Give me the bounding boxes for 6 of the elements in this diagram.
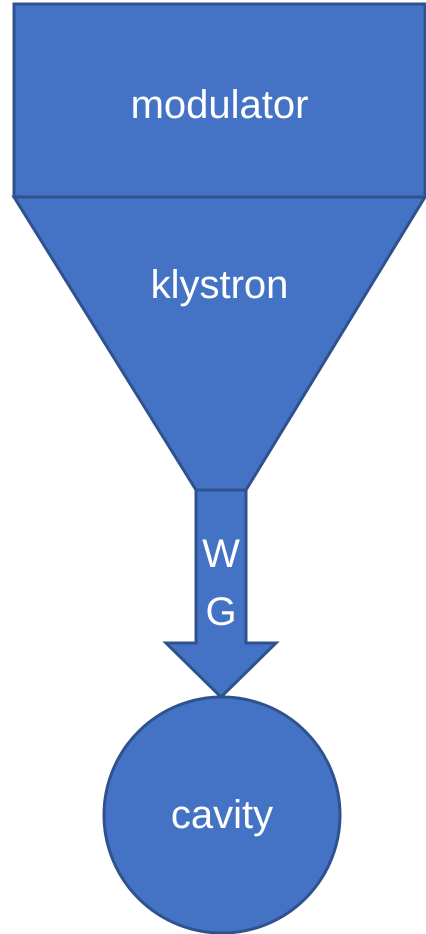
modulator-box bbox=[14, 4, 425, 197]
node-label: klystron bbox=[150, 262, 288, 308]
klystron-trapezoid bbox=[14, 197, 425, 490]
edge-label: W G bbox=[201, 531, 241, 636]
node-label: cavity bbox=[170, 792, 274, 838]
node-label: modulator bbox=[130, 82, 308, 128]
